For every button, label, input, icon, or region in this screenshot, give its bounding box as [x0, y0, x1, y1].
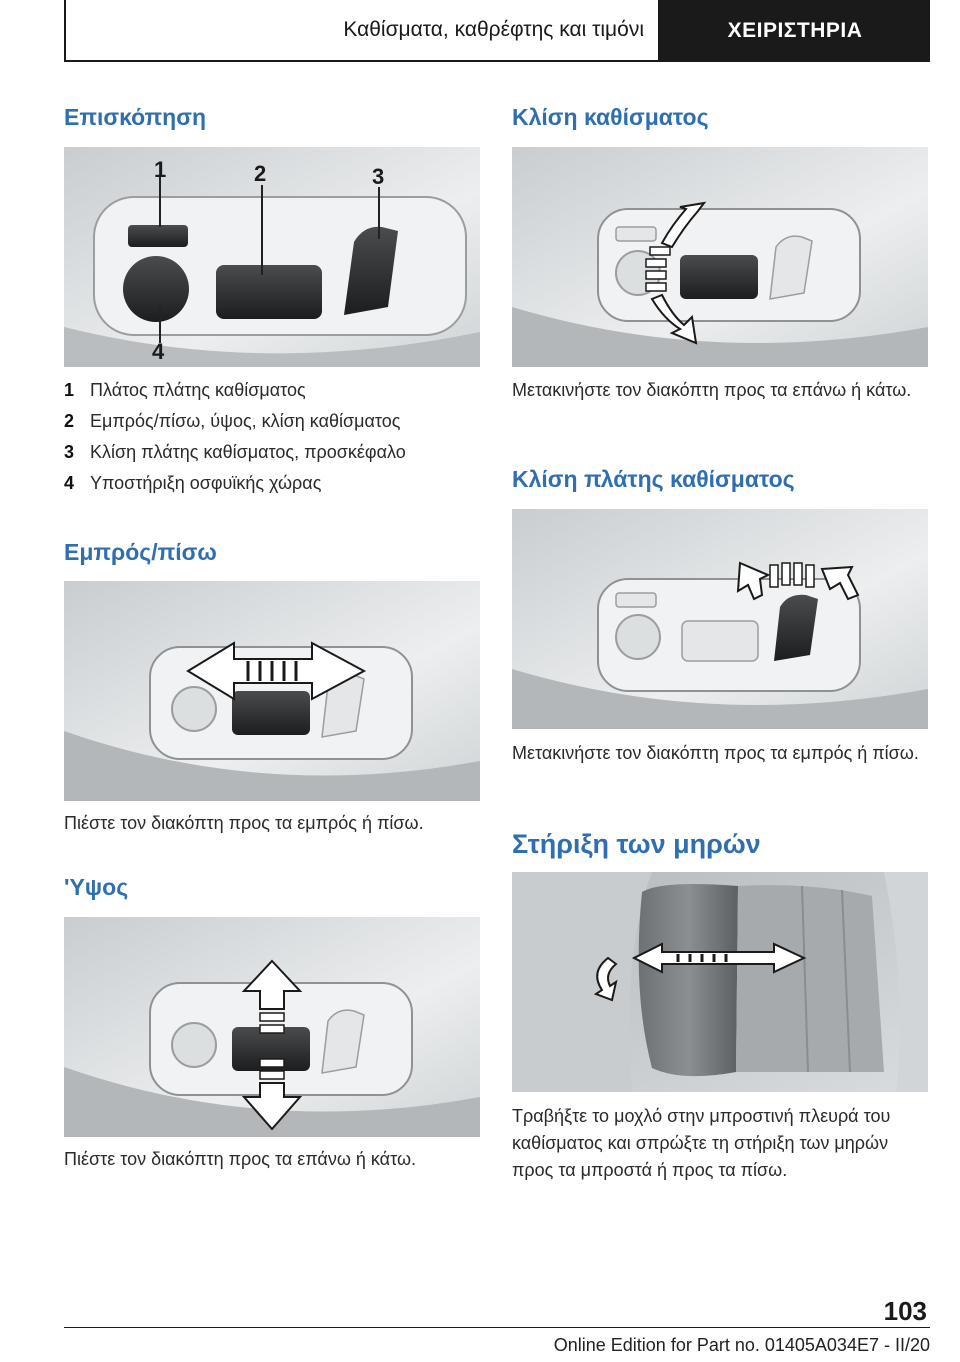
legend-number: 4	[64, 473, 75, 493]
legend-item: 2 Εμπρός/πίσω, ύψος, κλίση καθίσματος	[64, 408, 480, 439]
thigh-support-adjustment-image	[512, 872, 928, 1092]
seat-tilt-adjustment-image	[512, 147, 928, 367]
figure-seat-tilt	[512, 147, 928, 367]
callout-3: 3	[372, 164, 384, 189]
callout-2: 2	[254, 161, 266, 186]
seat-tilt-instruction: Μετακινήστε τον διακόπτη προς τα επάνω ή…	[512, 380, 912, 400]
height-instruction: Πιέστε τον διακόπτη προς τα επάνω ή κάτω…	[64, 1149, 417, 1169]
legend-number: 2	[64, 411, 75, 431]
legend-number: 3	[64, 442, 75, 462]
heading-thigh-support: Στήριξη των μηρών	[512, 829, 761, 859]
page-header: Καθίσματα, καθρέφτης και τιμόνι ΧΕΙΡΙΣΤΗ…	[64, 0, 930, 64]
figure-seat-controls-overview: 1 2 3 4	[64, 147, 480, 367]
seat-controls-overview-image: 1 2 3 4	[64, 147, 480, 367]
thigh-support-instruction: Τραβήξτε το μοχλό στην μπροστινή πλευρά …	[512, 1106, 891, 1180]
backrest-tilt-adjustment-image	[512, 509, 928, 729]
height-adjustment-image	[64, 917, 480, 1137]
section-title: Καθίσματα, καθρέφτης και τιμόνι	[64, 0, 660, 62]
legend-text: Πλάτος πλάτης καθίσματος	[90, 380, 306, 400]
figure-height	[64, 917, 480, 1137]
heading-seat-tilt: Κλίση καθίσματος	[512, 104, 709, 130]
figure-fore-aft	[64, 581, 480, 801]
chapter-title: ΧΕΙΡΙΣΤΗΡΙΑ	[660, 0, 930, 62]
footer-divider	[64, 1327, 930, 1328]
page-number: 103	[883, 1296, 927, 1326]
figure-thigh-support	[512, 872, 928, 1092]
heading-fore-aft: Εμπρός/πίσω	[64, 539, 217, 565]
legend-item: 1 Πλάτος πλάτης καθίσματος	[64, 377, 480, 408]
backrest-tilt-instruction: Μετακινήστε τον διακόπτη προς τα εμπρός …	[512, 743, 919, 763]
fore-aft-instruction: Πιέστε τον διακόπτη προς τα εμπρός ή πίσ…	[64, 813, 424, 833]
fore-aft-adjustment-image	[64, 581, 480, 801]
heading-height: 'Υψος	[64, 874, 129, 900]
callout-4: 4	[152, 339, 165, 364]
legend-item: 4 Υποστήριξη οσφυϊκής χώρας	[64, 470, 480, 501]
legend-list: 1 Πλάτος πλάτης καθίσματος 2 Εμπρός/πίσω…	[64, 377, 480, 501]
legend-text: Κλίση πλάτης καθίσματος, προσκέφαλο	[90, 442, 406, 462]
legend-text: Εμπρός/πίσω, ύψος, κλίση καθίσματος	[90, 411, 401, 431]
heading-backrest-tilt: Κλίση πλάτης καθίσματος	[512, 466, 795, 492]
callout-1: 1	[154, 157, 166, 182]
figure-backrest-tilt	[512, 509, 928, 729]
edition-note: Online Edition for Part no. 01405A034E7 …	[553, 1335, 930, 1355]
legend-text: Υποστήριξη οσφυϊκής χώρας	[90, 473, 322, 493]
legend-item: 3 Κλίση πλάτης καθίσματος, προσκέφαλο	[64, 439, 480, 470]
legend-number: 1	[64, 380, 75, 400]
heading-overview: Επισκόπηση	[64, 104, 206, 130]
